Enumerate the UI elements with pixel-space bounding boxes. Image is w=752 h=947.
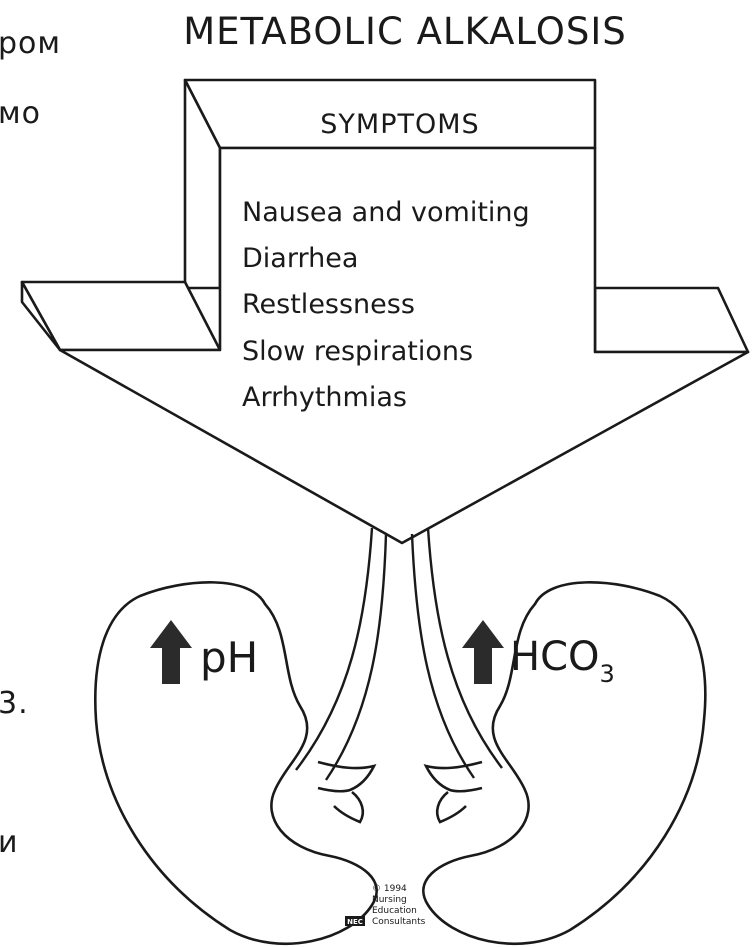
right-wing-top [595, 288, 748, 352]
right-ureter [412, 534, 474, 778]
right-kidney-label: HCO3 [462, 620, 615, 688]
copyright-org-line: Nursing [372, 895, 407, 905]
symptom-item: Arrhythmias [242, 382, 407, 413]
ureters [296, 528, 502, 780]
symptom-item: Diarrhea [242, 243, 358, 274]
copyright-org-line: Consultants [372, 917, 426, 927]
left-kidney-label: pH [150, 620, 258, 684]
diagram-title: METABOLIC ALKALOSIS [183, 10, 626, 53]
copyright-org-line: Education [372, 906, 417, 916]
symptom-item: Nausea and vomiting [242, 197, 530, 228]
symptom-item: Slow respirations [242, 336, 473, 367]
hco3-label-main: HCO [510, 634, 600, 680]
right-calyx [437, 792, 466, 822]
symptoms-heading: SYMPTOMS [320, 109, 479, 140]
left-calyx [334, 792, 363, 822]
ph-label: pH [200, 633, 258, 682]
up-arrow-icon [462, 620, 504, 684]
hco3-label: HCO3 [510, 634, 615, 688]
nec-logo: NEC [345, 916, 365, 926]
hco3-label-subscript: 3 [600, 660, 615, 688]
symptom-item: Restlessness [242, 289, 415, 320]
copyright-block: © 1994 Nursing Education Consultants NEC [345, 884, 426, 927]
nec-logo-text: NEC [347, 918, 363, 926]
copyright-year: © 1994 [372, 884, 407, 894]
left-renal-pelvis [318, 762, 374, 791]
up-arrow-icon [150, 620, 192, 684]
left-ureter [326, 534, 386, 780]
